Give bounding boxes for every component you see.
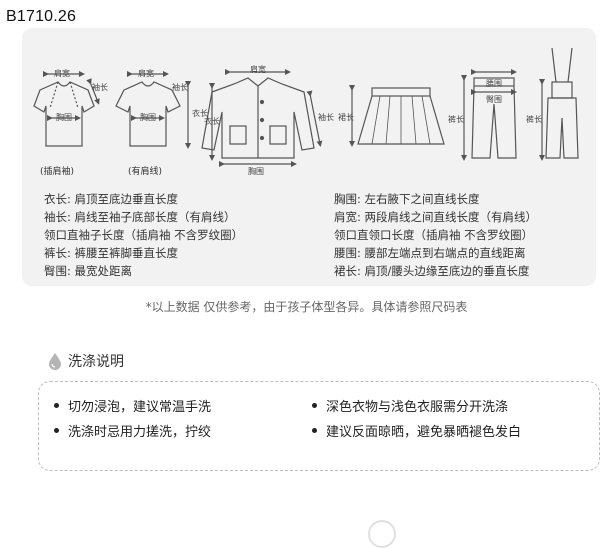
decorative-circle <box>368 520 396 548</box>
label-sleeve-1: 袖长 <box>92 83 108 92</box>
label-chest-3: 胸围 <box>248 167 264 176</box>
label-hip: 臀围 <box>486 95 502 104</box>
product-code: B1710.26 <box>6 8 77 25</box>
def-right-3: 领口直领口长度（插肩袖 不含罗纹圈） <box>334 228 534 242</box>
label-shoulder-3: 肩宽 <box>250 65 266 74</box>
label-chest-1: 胸围 <box>56 113 72 122</box>
water-drop-icon <box>49 353 61 370</box>
washing-title: 洗涤说明 <box>68 354 124 370</box>
label-chest-2: 胸围 <box>140 113 156 122</box>
label-waist: 腰围 <box>486 79 502 88</box>
label-overalls-length: 裤长 <box>526 115 542 124</box>
def-right-4: 腰围: 腰部左端点到右端点的直线距离 <box>334 246 526 260</box>
measurement-definitions: 衣长: 肩顶至底边垂直长度 胸围: 左右腋下之间直线长度 袖长: 肩线至袖子底部长… <box>44 190 574 280</box>
wash-item-3-text: 洗涤时忌用力搓洗，拧绞 <box>68 425 212 440</box>
caption-raglan: (插肩袖) <box>40 167 75 177</box>
disclaimer-note: *以上数据 仅供参考，由于孩子体型各异。具体请参照尺码表 <box>145 300 468 314</box>
label-skirt-length: 裙长 <box>338 113 354 122</box>
label-sleeve-3: 袖长 <box>318 113 334 122</box>
bullet-icon <box>54 428 59 433</box>
label-length-2: 衣长 <box>192 109 208 118</box>
def-left-4: 裤长: 裤腰至裤脚垂直长度 <box>44 246 179 260</box>
bullet-icon <box>54 403 59 408</box>
garment-diagrams: 肩宽 袖长 胸围 肩宽 袖长 胸围 衣长 肩宽 衣长 胸围 袖长 裙长 腰围 臀… <box>22 28 596 188</box>
caption-set-in: (有肩线) <box>128 167 163 177</box>
size-guide-card: 肩宽 袖长 胸围 肩宽 袖长 胸围 衣长 肩宽 衣长 胸围 袖长 裙长 腰围 臀… <box>22 28 596 286</box>
washing-header: 洗涤说明 <box>48 351 124 371</box>
wash-item-4: 建议反面晾晒，避免暴晒褪色发白 <box>312 421 521 440</box>
setin-tshirt-icon <box>115 71 191 149</box>
jacket-icon <box>201 69 323 167</box>
def-left-1: 衣长: 肩顶至底边垂直长度 <box>44 192 179 206</box>
wash-item-1-text: 切勿浸泡，建议常温手洗 <box>68 400 212 415</box>
bullet-icon <box>312 403 317 408</box>
def-right-5: 裙长: 肩顶/腰头边缘至底边的垂直长度 <box>334 264 530 278</box>
def-right-2: 肩宽: 两段肩线之间直线长度（有肩线） <box>334 210 538 224</box>
def-left-2: 袖长: 肩线至袖子底部长度（有肩线） <box>44 210 236 224</box>
overalls-icon <box>539 47 579 161</box>
def-left-3: 领口直袖子长度（插肩袖 不含罗纹圈） <box>44 228 244 242</box>
bullet-icon <box>312 428 317 433</box>
label-length-3: 衣长 <box>204 117 220 126</box>
def-left-5: 臀围: 最宽处距离 <box>44 264 133 278</box>
wash-item-3: 洗涤时忌用力搓洗，拧绞 <box>54 421 211 440</box>
washing-instructions-box <box>38 381 600 471</box>
skirt-icon <box>349 85 445 147</box>
garment-illustrations <box>33 47 579 167</box>
wash-item-2-text: 深色衣物与浅色衣服需分开洗涤 <box>326 400 509 415</box>
label-pants-length: 裤长 <box>448 115 464 124</box>
def-right-1: 胸围: 左右腋下之间直线长度 <box>334 192 480 206</box>
wash-item-1: 切勿浸泡，建议常温手洗 <box>54 396 211 415</box>
label-shoulder-1: 肩宽 <box>54 69 70 78</box>
wash-item-4-text: 建议反面晾晒，避免暴晒褪色发白 <box>326 425 522 440</box>
raglan-tshirt-icon <box>33 71 100 147</box>
wash-item-2: 深色衣物与浅色衣服需分开洗涤 <box>312 396 508 415</box>
label-sleeve-2: 袖长 <box>172 83 188 92</box>
label-shoulder-2: 肩宽 <box>138 69 154 78</box>
pants-icon <box>461 69 517 161</box>
